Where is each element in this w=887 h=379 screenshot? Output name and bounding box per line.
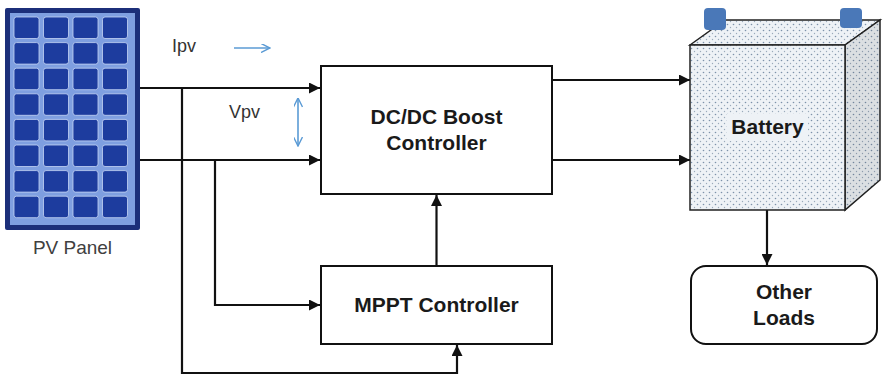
battery-illustration bbox=[690, 5, 880, 210]
battery: Battery bbox=[690, 5, 880, 210]
current-arrow bbox=[234, 47, 270, 49]
signal-label: Vpv bbox=[229, 102, 260, 123]
wire-arrow bbox=[140, 160, 320, 305]
wire-arrow bbox=[553, 159, 690, 161]
wire-arrow bbox=[435, 195, 437, 265]
process-box: MPPT Controller bbox=[320, 265, 553, 345]
node-text: PV Panel bbox=[5, 236, 140, 260]
voltage-arrow bbox=[297, 98, 299, 146]
battery-terminal bbox=[704, 8, 726, 30]
battery-front bbox=[690, 45, 845, 210]
wire-arrow bbox=[766, 210, 768, 265]
battery-side bbox=[845, 20, 880, 210]
node-text: Other Loads bbox=[729, 279, 839, 332]
pv-panel-illustration bbox=[5, 8, 140, 230]
wire-arrow bbox=[553, 79, 690, 81]
signal-label: Ipv bbox=[172, 36, 196, 57]
pv-panel: PV Panel bbox=[5, 8, 140, 260]
node-text: MPPT Controller bbox=[354, 292, 519, 318]
node-text: DC/DC Boost Controller bbox=[334, 104, 539, 157]
node-text: Battery bbox=[727, 114, 807, 140]
load-box: Other Loads bbox=[690, 265, 878, 345]
battery-terminal bbox=[840, 8, 862, 28]
text-holder: Battery bbox=[690, 45, 845, 210]
process-box: DC/DC Boost Controller bbox=[320, 65, 553, 195]
